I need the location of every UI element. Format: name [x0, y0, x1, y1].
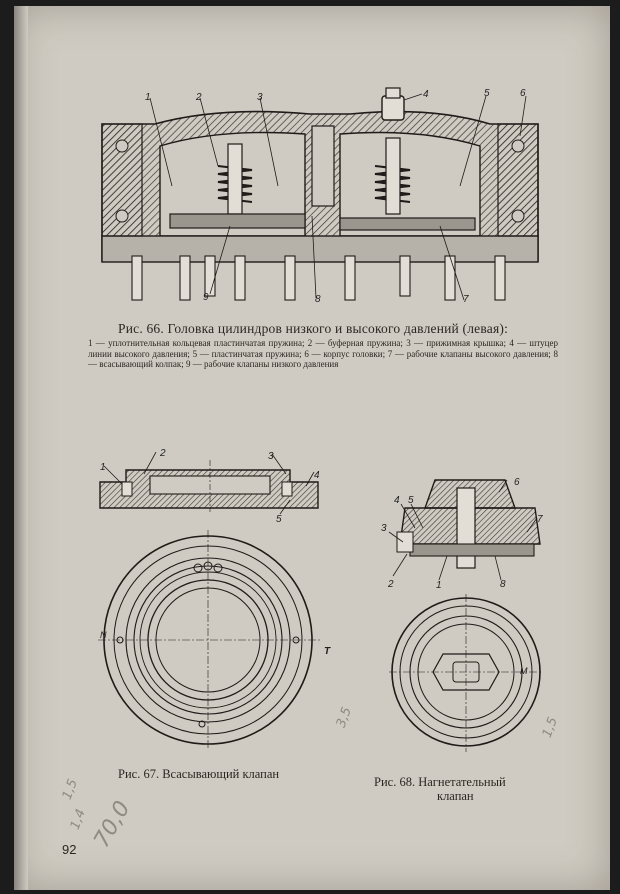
- page-number: 92: [62, 842, 77, 857]
- figure-68-drawing: [388, 479, 543, 752]
- fig66-callout-3: 3: [257, 92, 263, 103]
- figure-68-caption: Рис. 68. Нагнетательный: [374, 775, 506, 789]
- fig67-callout-5: 5: [276, 514, 282, 525]
- fig66-callout-7: 7: [463, 294, 469, 305]
- fig66-callout-6: 6: [520, 88, 526, 99]
- figure-66-drawing: [101, 87, 539, 301]
- figure-66-caption: Рис. 66. Головка цилиндров низкого и выс…: [118, 321, 509, 336]
- figure-67-caption: Рис. 67. Всасывающий клапан: [118, 767, 280, 781]
- fig66-callout-9: 9: [203, 292, 209, 303]
- figure-67-drawing: [98, 452, 322, 750]
- fig67-section-mark-t: T: [324, 646, 331, 657]
- figure-66-legend: 1 — уплотнительная кольцевая пластинчата…: [88, 338, 558, 369]
- fig67-callout-4: 4: [314, 470, 320, 481]
- fig66-callout-5: 5: [484, 88, 490, 99]
- fig66-callout-8: 8: [315, 294, 321, 305]
- fig68-callout-2: 2: [388, 579, 394, 590]
- fig66-callout-4: 4: [423, 89, 429, 100]
- fig67-callout-3: 3: [268, 451, 274, 462]
- fig66-callout-2: 2: [196, 92, 202, 103]
- figure-68-caption-line2: клапан: [437, 789, 474, 803]
- fig68-callout-3: 3: [381, 523, 387, 534]
- fig68-callout-1: 1: [436, 580, 442, 591]
- fig68-callout-4: 4: [394, 495, 400, 506]
- fig68-callout-6: 6: [514, 477, 520, 488]
- fig68-callout-5: 5: [408, 495, 414, 506]
- page-spine-shadow: [14, 6, 28, 890]
- fig68-callout-7: 7: [537, 514, 543, 525]
- fig67-axis-label-n: N: [100, 630, 107, 640]
- fig67-callout-1: 1: [100, 462, 106, 473]
- fig66-callout-1: 1: [145, 92, 151, 103]
- fig68-axis-label-m: M: [520, 666, 528, 676]
- fig67-callout-2: 2: [160, 448, 166, 459]
- fig68-callout-8: 8: [500, 579, 506, 590]
